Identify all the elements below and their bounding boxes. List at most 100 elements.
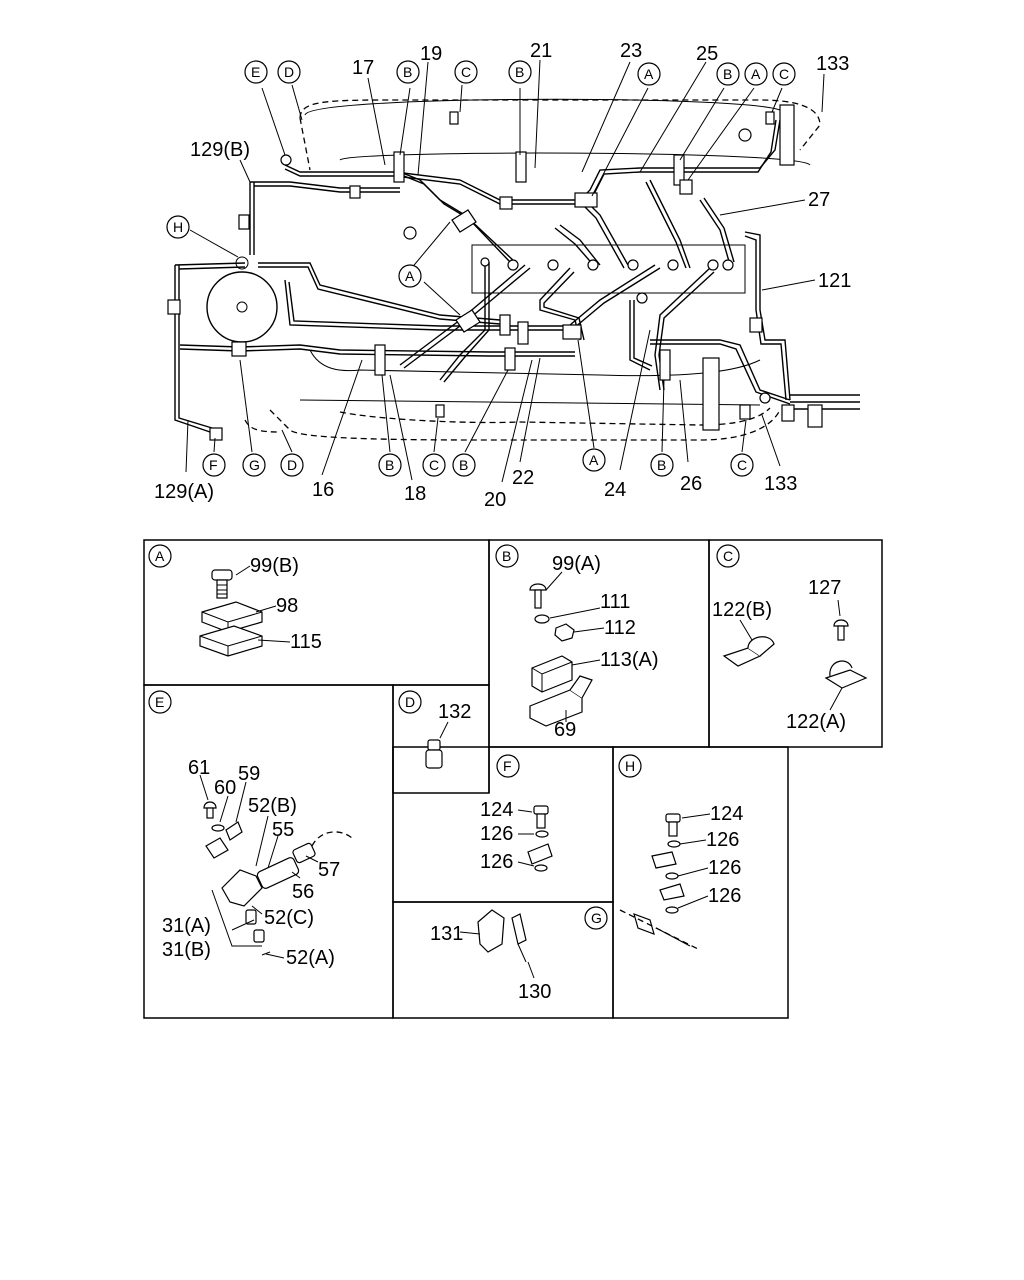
ref-circle-B-bottom3: B [650,453,674,477]
washer-126b-icon [534,864,548,872]
screw-icon [529,583,547,609]
clip-131-icon [477,909,505,953]
svg-text:E: E [155,694,164,710]
svg-text:G: G [249,457,260,473]
ref-circle-E-top: E [244,60,268,84]
callout-27: 27 [808,189,830,211]
panel-D: D 132 [398,690,471,769]
svg-text:A: A [155,548,165,564]
callout-21: 21 [530,40,552,62]
svg-text:B: B [385,457,394,473]
svg-text:H: H [625,758,635,774]
ref-circle-D-bottom: D [280,453,304,477]
label-126-h3: 126 [708,885,741,907]
engine-pipe-diagram: 17 19 21 23 25 133 129(B) 27 121 129(A) … [154,40,860,511]
ref-circle-A-mid: A [398,264,422,288]
label-31b: 31(B) [162,939,211,961]
ref-circle-G: G [242,453,266,477]
clamp-lower-icon [199,625,263,657]
svg-text:D: D [405,694,415,710]
bracket-69-icon [529,675,593,727]
washer-126-icon [535,830,549,838]
panel-A-letter: A [148,544,172,568]
clip-bracket-icon [527,843,553,865]
label-52b: 52(B) [248,795,297,817]
fuel-pipes [174,119,860,433]
label-122b: 122(B) [712,599,772,621]
callout-22: 22 [512,467,534,489]
label-56: 56 [292,881,314,903]
callout-133-bottom: 133 [764,473,797,495]
ref-circle-B-bottom2: B [452,453,476,477]
ref-circle-B-top2: B [508,60,532,84]
bolt-124-h-icon [665,813,681,837]
panel-H-letter: H [618,754,642,778]
panel-F: F 124 126 126 [480,754,553,873]
svg-text:H: H [173,219,183,235]
ref-circle-F: F [202,453,226,477]
svg-text:A: A [644,66,654,82]
ref-circle-B-top3: B [716,62,740,86]
label-126-f2: 126 [480,851,513,873]
strap-130-icon [511,913,527,963]
label-130: 130 [518,981,551,1003]
panel-C: C 122(B) 127 122(A) [712,544,868,733]
label-126-f1: 126 [480,823,513,845]
label-126-h2: 126 [708,857,741,879]
ref-circle-A-top1: A [637,62,661,86]
label-31a: 31(A) [162,915,211,937]
svg-text:F: F [209,457,218,473]
svg-text:A: A [589,452,599,468]
svg-text:A: A [751,66,761,82]
ref-circle-A-top2: A [744,62,768,86]
label-59: 59 [238,763,260,785]
callout-23: 23 [620,40,642,62]
label-57: 57 [318,859,340,881]
svg-text:C: C [737,457,747,473]
svg-text:D: D [287,457,297,473]
circled-references: E D B C B A B A C H A F G D B C B A B C [166,60,796,477]
callout-20: 20 [484,489,506,511]
label-122a: 122(A) [786,711,846,733]
feed-pump-circle [206,271,278,343]
label-69: 69 [554,719,576,741]
svg-text:C: C [429,457,439,473]
callout-133-top: 133 [816,53,849,75]
callout-18: 18 [404,483,426,505]
bolt-icon [211,569,233,599]
cylinder-head-cover [299,98,811,406]
leader-lines [185,59,825,483]
label-98: 98 [276,595,298,617]
callout-129a: 129(A) [154,481,214,503]
washer-icon [534,614,550,624]
panel-E-letter: E [148,690,172,714]
label-111: 111 [600,591,630,613]
svg-text:F: F [503,758,512,774]
svg-text:C: C [461,64,471,80]
label-60: 60 [214,777,236,799]
callout-25: 25 [696,43,718,65]
panel-D-letter: D [398,690,422,714]
callout-121: 121 [818,270,851,292]
label-99a: 99(A) [552,553,601,575]
injection-pump-body [471,244,746,294]
ref-circle-C-top1: C [454,60,478,84]
ref-circle-C-bottom1: C [422,453,446,477]
plug-132-icon [425,739,443,769]
svg-text:B: B [403,64,412,80]
svg-text:D: D [284,64,294,80]
svg-text:B: B [657,457,666,473]
clamp-113a-icon [531,655,573,693]
callout-16: 16 [312,479,334,501]
nut-icon [554,623,575,642]
ref-circle-C-bottom2: C [730,453,754,477]
label-52c: 52(C) [264,907,314,929]
svg-text:B: B [459,457,468,473]
svg-text:C: C [723,548,733,564]
callout-129b: 129(B) [190,139,250,161]
engine-block-outline [244,99,821,441]
screw-127-icon [833,619,849,641]
callout-19: 19 [420,43,442,65]
panel-E: E 61 60 59 52(B) 55 57 [148,690,353,969]
